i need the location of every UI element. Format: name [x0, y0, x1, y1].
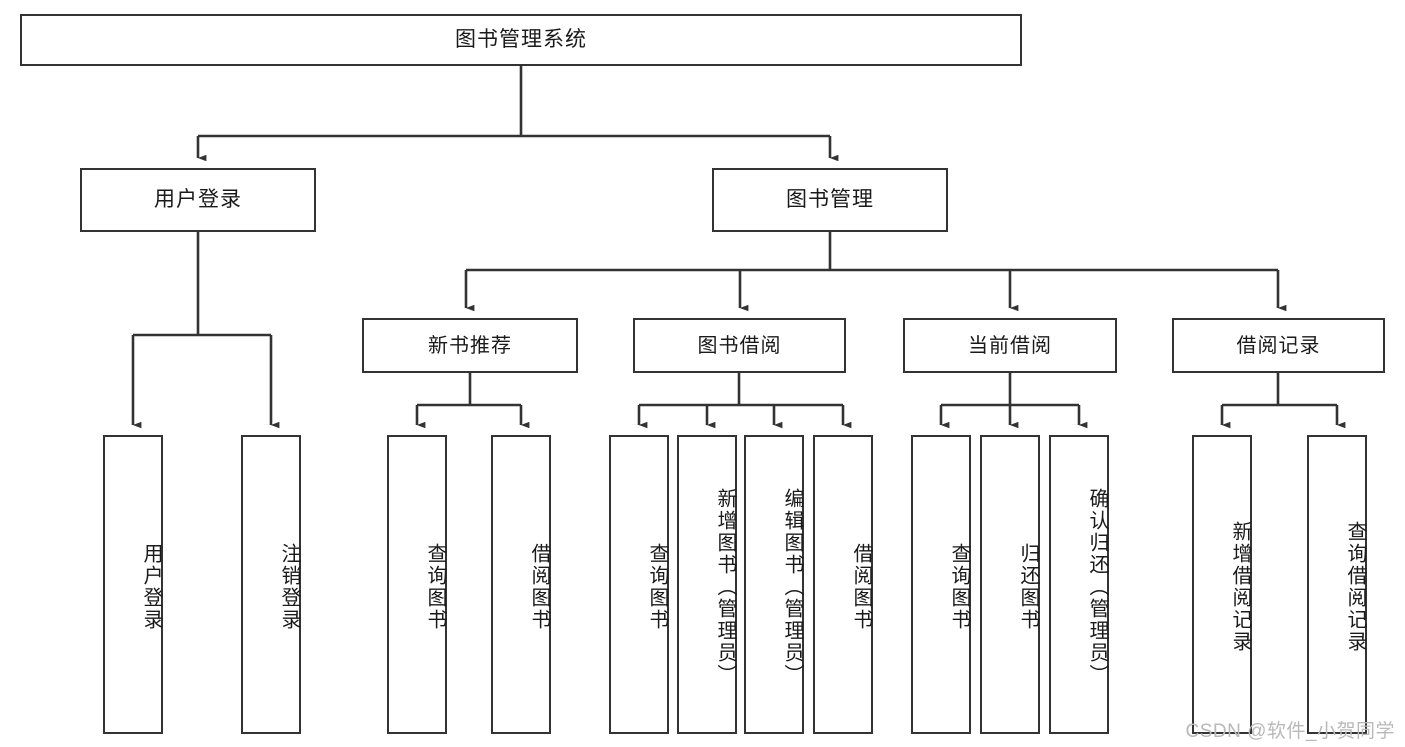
leaf-user-login-signin[interactable]: 用户登录: [103, 435, 163, 734]
node-root-system[interactable]: 图书管理系统: [20, 14, 1022, 66]
leaf-current-confirm-return-admin[interactable]: 确认归还（管理员）: [1049, 435, 1109, 734]
node-user-login[interactable]: 用户登录: [80, 168, 316, 232]
node-book-borrow-label: 图书借阅: [697, 334, 782, 357]
node-new-book-recommend[interactable]: 新书推荐: [362, 318, 578, 373]
node-current-borrow-label: 当前借阅: [968, 334, 1052, 357]
leaf-label: 查询借阅记录: [1344, 520, 1366, 653]
leaf-borrow-add-book-admin[interactable]: 新增图书（管理员）: [677, 435, 737, 734]
node-book-management[interactable]: 图书管理: [712, 168, 948, 232]
leaf-new-book-query[interactable]: 查询图书: [387, 435, 447, 734]
node-book-borrow[interactable]: 图书借阅: [633, 318, 846, 373]
watermark: CSDN @软件_小贺同学: [1185, 721, 1395, 742]
node-new-book-recommend-label: 新书推荐: [428, 334, 512, 357]
leaf-label: 新增借阅记录: [1229, 520, 1251, 653]
leaf-record-add-record[interactable]: 新增借阅记录: [1192, 435, 1252, 734]
node-current-borrow[interactable]: 当前借阅: [903, 318, 1117, 373]
leaf-new-book-borrow[interactable]: 借阅图书: [491, 435, 551, 734]
leaf-label: 归还图书: [1017, 542, 1039, 631]
leaf-record-query-record[interactable]: 查询借阅记录: [1307, 435, 1367, 734]
node-borrow-record[interactable]: 借阅记录: [1172, 318, 1385, 373]
leaf-label: 用户登录: [140, 542, 162, 631]
leaf-label: 借阅图书: [850, 542, 872, 631]
leaf-label: 查询图书: [424, 542, 446, 631]
leaf-label: 查询图书: [646, 542, 668, 631]
node-user-login-label: 用户登录: [154, 188, 242, 212]
leaf-borrow-borrow-book[interactable]: 借阅图书: [813, 435, 873, 734]
leaf-borrow-edit-book-admin[interactable]: 编辑图书（管理员）: [744, 435, 804, 734]
leaf-label: 编辑图书（管理员）: [781, 487, 803, 686]
leaf-current-query-book[interactable]: 查询图书: [911, 435, 971, 734]
leaf-label: 新增图书（管理员）: [714, 487, 736, 686]
node-root-system-label: 图书管理系统: [455, 28, 587, 52]
leaf-label: 注销登录: [278, 542, 300, 631]
leaf-label: 查询图书: [948, 542, 970, 631]
node-book-management-label: 图书管理: [786, 188, 874, 212]
node-borrow-record-label: 借阅记录: [1236, 334, 1321, 357]
leaf-current-return-book[interactable]: 归还图书: [980, 435, 1040, 734]
leaf-label: 借阅图书: [528, 542, 550, 631]
leaf-borrow-query-book[interactable]: 查询图书: [609, 435, 669, 734]
leaf-user-login-signout[interactable]: 注销登录: [241, 435, 301, 734]
leaf-label: 确认归还（管理员）: [1086, 487, 1108, 686]
